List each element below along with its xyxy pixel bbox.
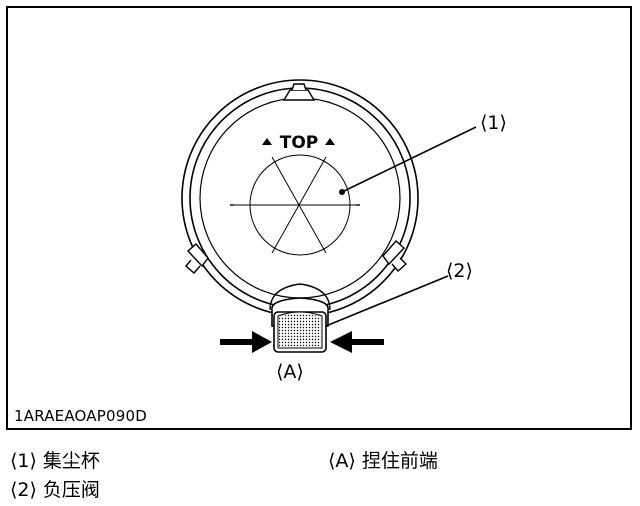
legend-item-1: ⟨1⟩集尘杯 [10, 449, 100, 473]
clip-top [282, 83, 316, 101]
valve-neck [269, 283, 331, 311]
pinch-arrow-right-icon [330, 331, 384, 353]
dust-cup-diagram: TOP [181, 79, 477, 353]
callout-2: ⟨2⟩ [446, 260, 473, 282]
top-marking: TOP [280, 133, 319, 153]
callout-1: ⟨1⟩ [480, 112, 507, 134]
leader-line-2 [325, 275, 449, 327]
legend-mark: ⟨A⟩ [328, 450, 356, 472]
legend-mark: ⟨1⟩ [10, 450, 37, 472]
legend-text: 负压阀 [42, 479, 100, 501]
clip-right [382, 240, 408, 272]
figure-code: 1ARAEAOAP090D [14, 407, 147, 425]
legend-item-2: ⟨2⟩负压阀 [10, 478, 100, 502]
top-arrow-icons [262, 138, 335, 145]
filter-disc [230, 154, 360, 256]
valve-grip-texture [279, 313, 321, 347]
legend-text: 集尘杯 [42, 450, 100, 472]
pinch-arrow-left-icon [220, 331, 272, 353]
leader-line-1 [339, 126, 477, 195]
legend-text: 捏住前端 [361, 450, 438, 472]
dust-cup-outer-ring [181, 79, 419, 317]
figure-frame: TOP ⟨1⟩ ⟨2⟩ [6, 6, 632, 430]
clip-left [185, 243, 209, 274]
callout-a: ⟨A⟩ [276, 361, 304, 383]
legend-mark: ⟨2⟩ [10, 479, 37, 501]
legend-item-a: ⟨A⟩捏住前端 [328, 449, 438, 473]
